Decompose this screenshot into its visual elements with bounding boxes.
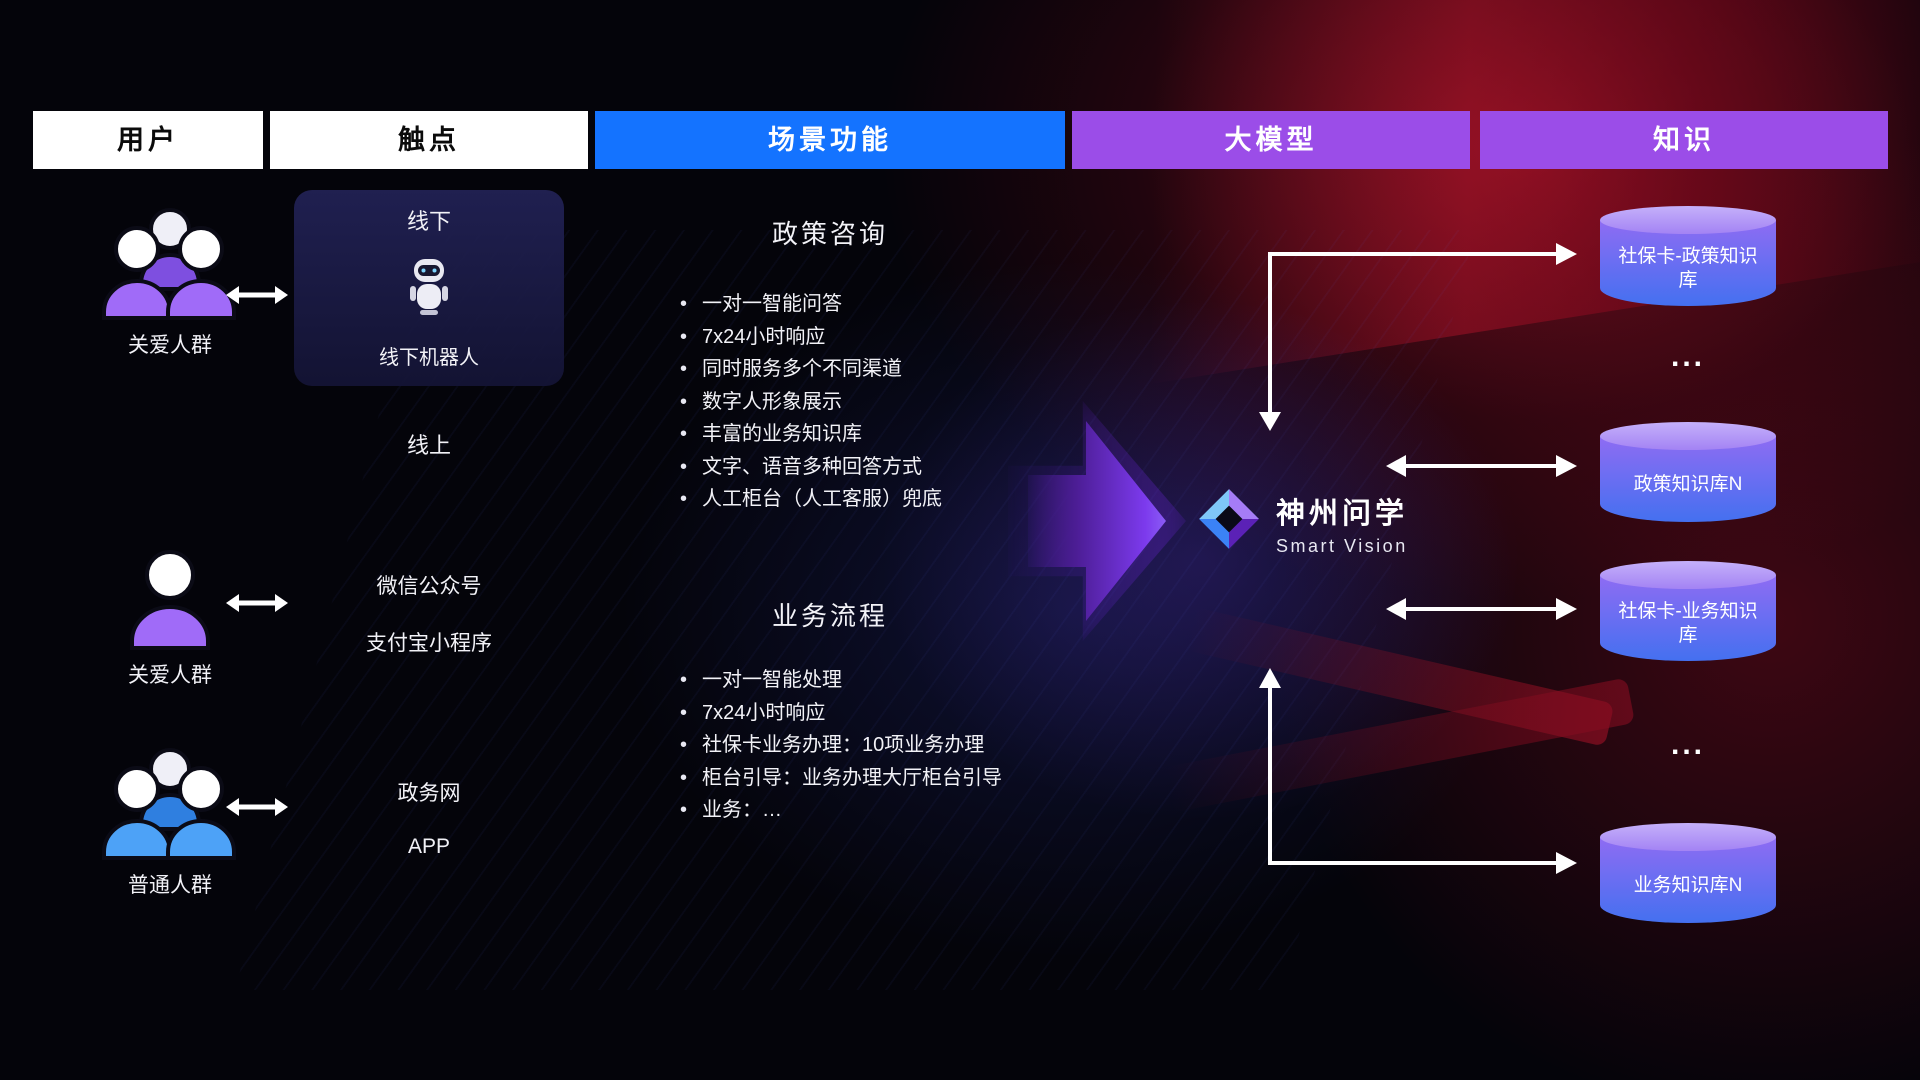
scenario-business-list: 一对一智能处理 7x24小时响应 社保卡业务办理：10项业务办理 柜台引导：业务… <box>678 664 1002 827</box>
feature-item: 文字、语音多种回答方式 <box>678 451 942 484</box>
user-group-care-1: 关爱人群 <box>70 204 270 359</box>
feature-item: 数字人形象展示 <box>678 386 942 419</box>
feature-item: 人工柜台（人工客服）兜底 <box>678 483 942 516</box>
knowledge-db-policy-n: 政策知识库N <box>1600 422 1776 522</box>
feature-item: 7x24小时响应 <box>678 321 942 354</box>
user-group-label: 关爱人群 <box>128 664 212 687</box>
offline-robot-label: 线下机器人 <box>379 347 479 369</box>
ellipsis-top: ... <box>1670 340 1705 373</box>
background-red-swoosh-2 <box>1164 677 1636 813</box>
scenario-policy-list: 一对一智能问答 7x24小时响应 同时服务多个不同渠道 数字人形象展示 丰富的业… <box>678 288 942 516</box>
feature-item: 一对一智能问答 <box>678 288 942 321</box>
people-group-icon <box>97 748 243 866</box>
knowledge-db-business-sscard: 社保卡-业务知识库 <box>1600 561 1776 661</box>
user-group-label: 关爱人群 <box>128 334 212 357</box>
knowledge-db-label: 社保卡-政策知识库 <box>1618 246 1758 291</box>
user-single-care: 关爱人群 <box>70 548 270 689</box>
person-icon <box>122 550 218 656</box>
flow-arrow-icon <box>1028 421 1166 621</box>
feature-item: 丰富的业务知识库 <box>678 418 942 451</box>
knowledge-db-label: 社保卡-业务知识库 <box>1618 601 1758 646</box>
online-title: 线上 <box>406 433 451 458</box>
column-header-users: 用户 <box>33 111 263 169</box>
bidirectional-arrow-icon <box>226 282 288 308</box>
knowledge-db-business-n: 业务知识库N <box>1600 823 1776 923</box>
knowledge-db-label: 业务知识库N <box>1633 875 1743 897</box>
touchpoint-gov: 政务网 <box>397 782 461 805</box>
bidirectional-arrow-icon <box>226 590 288 616</box>
touchpoint-app: APP <box>407 835 451 858</box>
column-header-model: 大模型 <box>1072 111 1470 169</box>
feature-item: 柜台引导：业务办理大厅柜台引导 <box>678 762 1002 795</box>
offline-touchpoint-card: 线下 线下机器人 <box>294 190 564 386</box>
feature-item: 同时服务多个不同渠道 <box>678 353 942 386</box>
brand-diamond-icon <box>1196 486 1262 557</box>
scenario-policy-title: 政策咨询 <box>771 219 888 249</box>
model-subtitle: Smart Vision <box>1276 536 1408 556</box>
model-name: 神州问学 <box>1276 498 1409 530</box>
background-red-glow-side <box>1270 120 1920 1080</box>
offline-title: 线下 <box>406 209 451 234</box>
database-cylinder-icon <box>1600 422 1776 450</box>
people-group-icon <box>97 208 243 326</box>
model-logo: 神州问学 Smart Vision <box>1196 486 1408 557</box>
user-group-general: 普通人群 <box>70 744 270 899</box>
touchpoint-alipay: 支付宝小程序 <box>366 632 492 655</box>
robot-icon <box>406 255 452 322</box>
column-header-touchpoints: 触点 <box>270 111 588 169</box>
feature-item: 7x24小时响应 <box>678 697 1002 730</box>
column-header-scenarios: 场景功能 <box>595 111 1065 169</box>
feature-item: 业务：… <box>678 794 1002 827</box>
feature-item: 一对一智能处理 <box>678 664 1002 697</box>
user-group-label: 普通人群 <box>128 874 212 897</box>
database-cylinder-icon <box>1600 561 1776 589</box>
database-cylinder-icon <box>1600 206 1776 234</box>
ellipsis-bottom: ... <box>1670 728 1705 761</box>
knowledge-db-policy-sscard: 社保卡-政策知识库 <box>1600 206 1776 306</box>
touchpoint-wechat: 微信公众号 <box>376 575 482 598</box>
column-header-knowledge: 知识 <box>1480 111 1888 169</box>
bidirectional-arrow-icon <box>226 794 288 820</box>
knowledge-db-label: 政策知识库N <box>1633 474 1743 496</box>
background-red-swoosh-1 <box>1185 607 1615 747</box>
scenario-business-title: 业务流程 <box>771 601 888 631</box>
feature-item: 社保卡业务办理：10项业务办理 <box>678 729 1002 762</box>
database-cylinder-icon <box>1600 823 1776 851</box>
